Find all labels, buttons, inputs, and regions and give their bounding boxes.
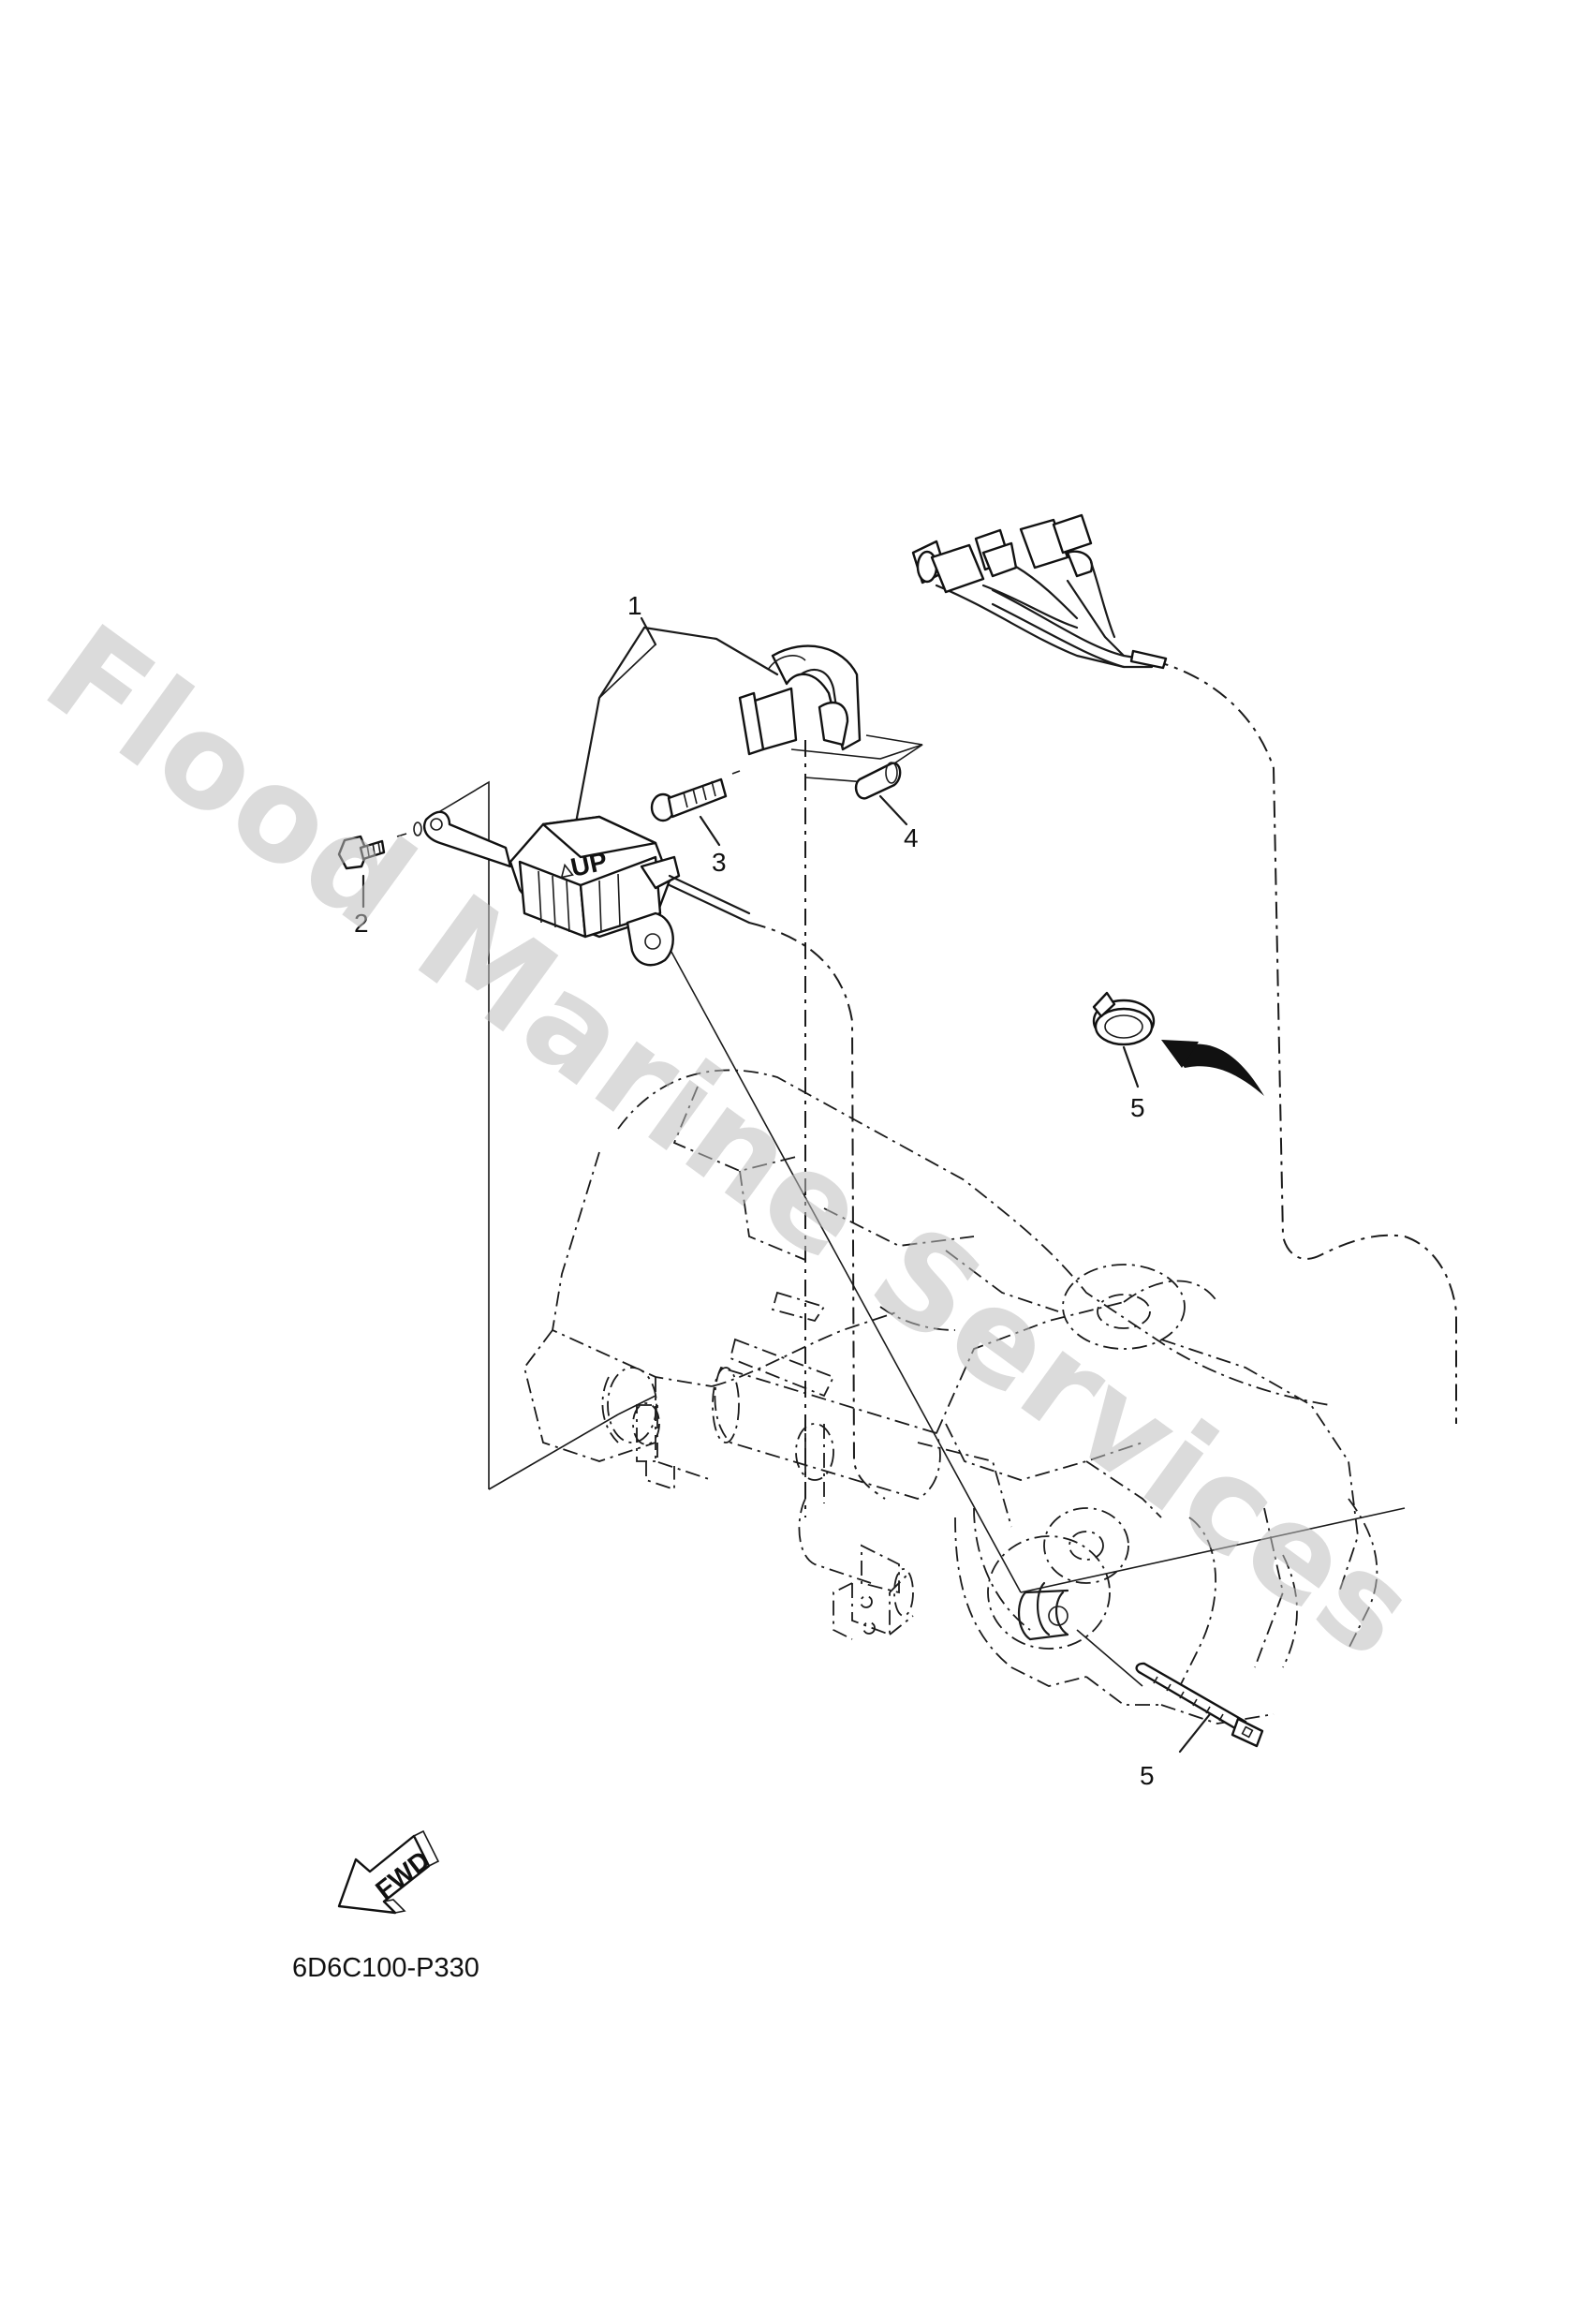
callout-5b: 5 xyxy=(1140,1761,1155,1790)
wire-harness-routing xyxy=(748,579,1457,1517)
reference-lines xyxy=(425,626,1406,1687)
screw-part-3 xyxy=(650,770,741,822)
callout-2: 2 xyxy=(354,909,369,938)
harness-connectors xyxy=(911,513,1168,670)
callout-4: 4 xyxy=(904,823,919,852)
callout-5a: 5 xyxy=(1130,1093,1145,1122)
fwd-arrow-icon: FWD xyxy=(337,1829,440,1915)
watermark-text: Flood Marine Services xyxy=(20,596,1443,1688)
sleeve-part-4 xyxy=(854,762,902,800)
callout-3: 3 xyxy=(712,848,727,877)
bolt-part-2 xyxy=(337,822,422,870)
cable-tie-part-5 xyxy=(1135,1662,1264,1748)
callout-numbers: 1 2 3 4 5 5 xyxy=(354,591,1155,1790)
hose-clamp-part-5 xyxy=(1092,991,1264,1096)
wire-clip-part-1 xyxy=(738,644,862,756)
callout-1: 1 xyxy=(627,591,642,620)
trim-switch-part-1: UP xyxy=(422,810,751,967)
callout-leaders xyxy=(361,616,1212,1754)
swivel-bracket-assembly xyxy=(523,1069,1378,1724)
diagram-code: 6D6C100-P330 xyxy=(292,1953,479,1983)
